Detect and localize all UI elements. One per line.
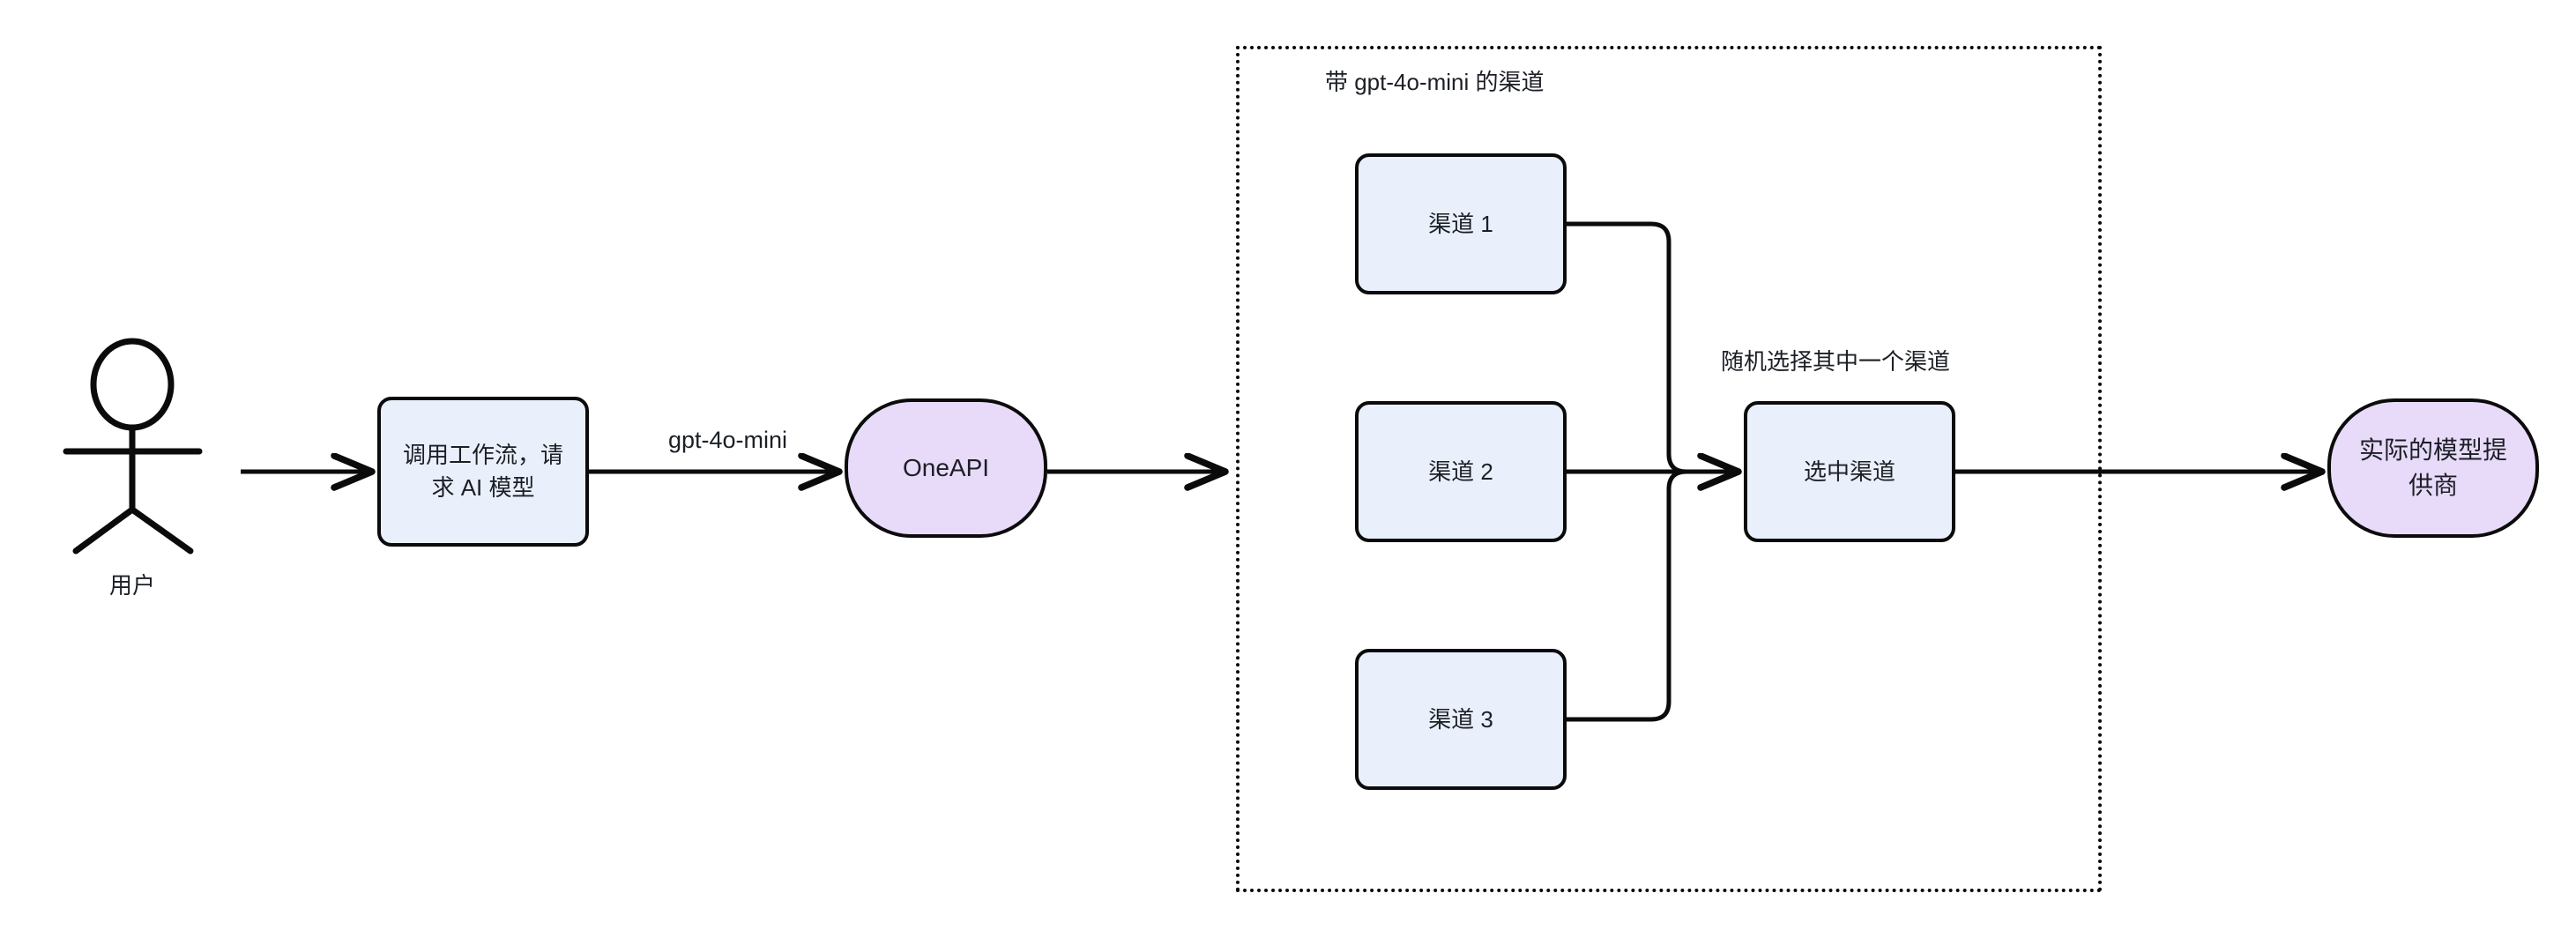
actor-user-figure [63,338,203,555]
actor-leg-left-line [72,506,136,555]
node-oneapi[interactable]: OneAPI [845,398,1047,538]
edge-channel3-to-selected [1567,469,1737,722]
node-channel-1[interactable]: 渠道 1 [1355,153,1567,294]
channel-group-container [1236,46,2102,892]
node-channel-3[interactable]: 渠道 3 [1355,649,1567,790]
actor-head-icon [90,338,175,431]
node-request-workflow[interactable]: 调用工作流，请求 AI 模型 [377,397,589,547]
channel-group-title: 带 gpt-4o-mini 的渠道 [1325,69,1545,95]
actor-label: 用户 [108,572,155,599]
actor-leg-right-line [129,506,194,555]
node-selected-channel[interactable]: 选中渠道 [1744,401,1955,542]
edge-label-model-name: gpt-4o-mini [663,427,793,454]
edge-channel1-to-selected [1567,221,1737,474]
node-real-provider[interactable]: 实际的模型提供商 [2327,398,2539,538]
node-channel-2[interactable]: 渠道 2 [1355,401,1567,542]
random-pick-label: 随机选择其中一个渠道 [1721,348,1951,375]
